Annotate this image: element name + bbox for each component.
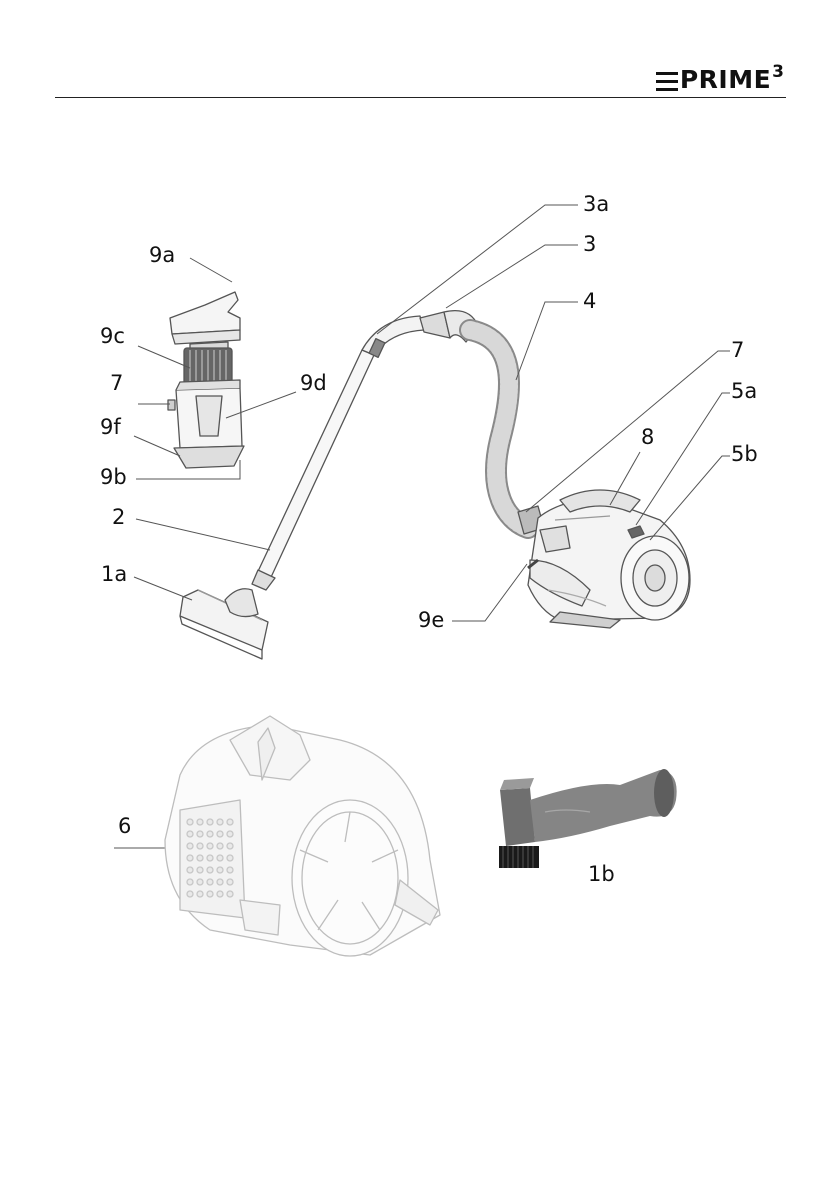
callout-3a: 3a [583,194,609,215]
callout-6: 6 [118,816,131,837]
callout-7-right: 7 [731,340,744,361]
callout-1b: 1b [588,864,615,885]
telescopic-tube-drawing [252,316,424,590]
callout-9f: 9f [100,417,121,438]
callout-2: 2 [112,507,125,528]
callout-9c: 9c [100,326,125,347]
callout-5a: 5a [731,381,757,402]
callout-7-left: 7 [110,373,123,394]
callout-1a: 1a [101,564,127,585]
flexible-hose-drawing [420,311,544,534]
callout-4: 4 [583,291,596,312]
callout-9e: 9e [418,610,444,631]
floor-nozzle-drawing [180,589,268,659]
callout-8: 8 [641,427,654,448]
vacuum-assembly-illustration [168,292,690,659]
callout-3: 3 [583,234,596,255]
callout-9b: 9b [100,467,127,488]
dust-container-exploded-drawing [168,292,244,468]
callout-9a: 9a [149,245,175,266]
callout-9d: 9d [300,373,327,394]
vacuum-body-drawing [528,490,690,628]
crevice-brush-photo [499,769,677,868]
vacuum-rear-illustration [165,716,440,956]
callout-5b: 5b [731,444,758,465]
